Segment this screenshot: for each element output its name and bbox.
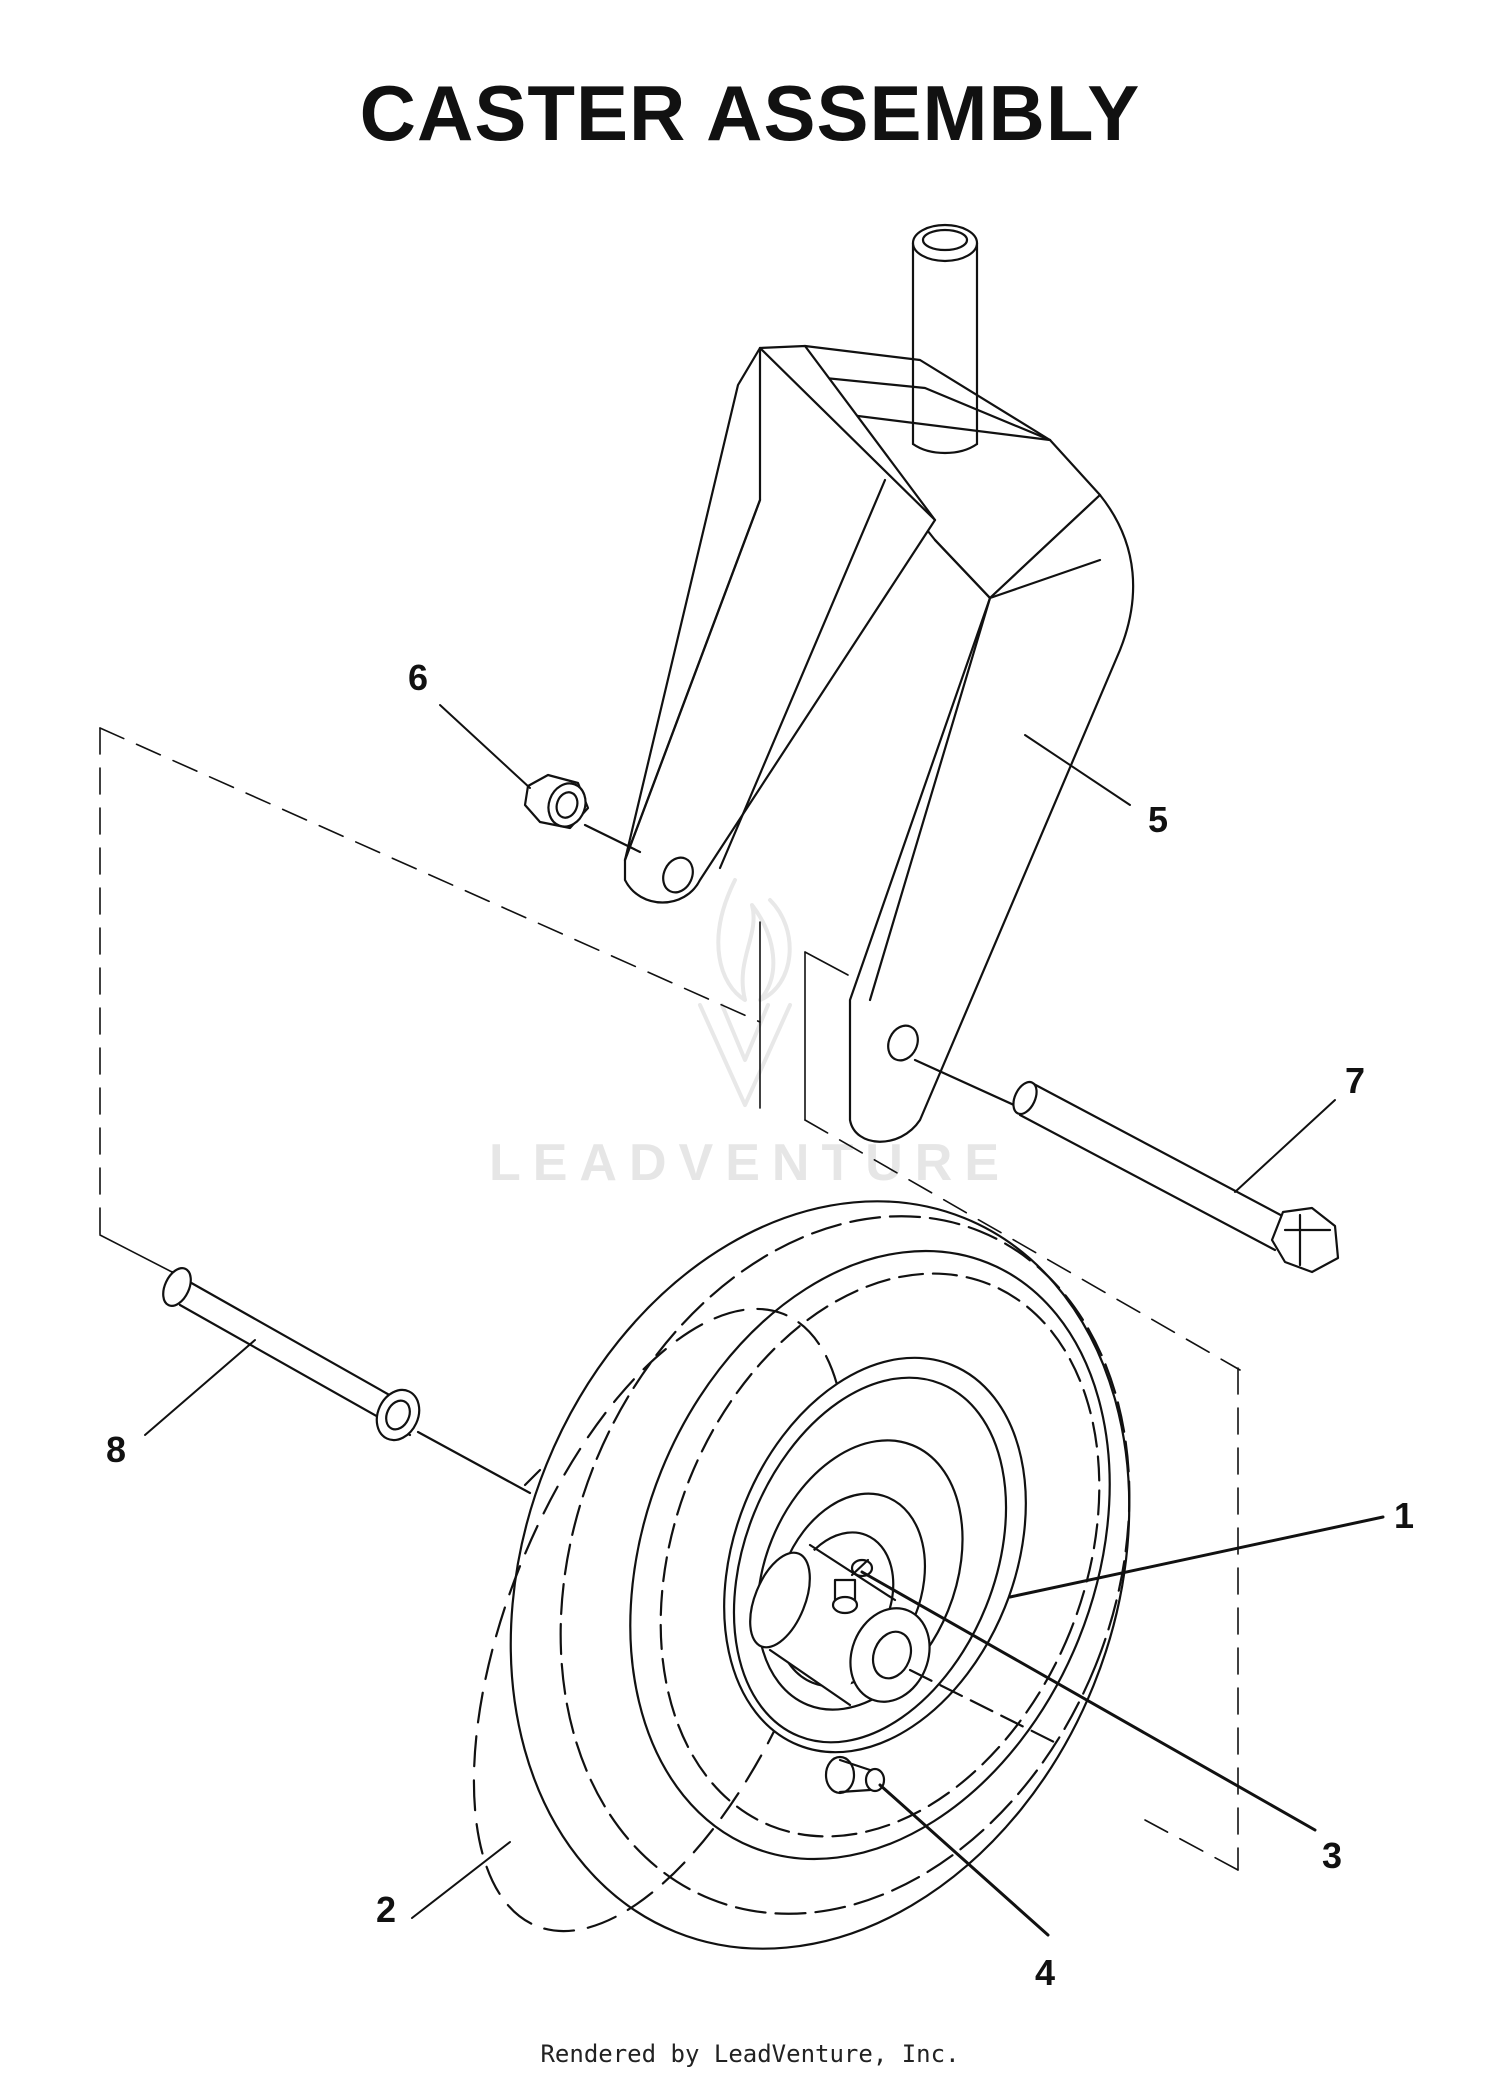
- callout-7: 7: [1345, 1060, 1365, 1101]
- footer-credit: Rendered by LeadVenture, Inc.: [540, 2040, 960, 2068]
- watermark-logo: [700, 880, 790, 1105]
- alignment-guide-left: [100, 728, 760, 1272]
- callout-5: 5: [1148, 799, 1168, 840]
- caster-fork: [625, 225, 1133, 1142]
- callout-1: 1: [1394, 1495, 1414, 1536]
- lock-nut: [525, 775, 640, 852]
- page-title: CASTER ASSEMBLY: [359, 69, 1141, 157]
- hex-bolt: [915, 1060, 1338, 1272]
- callout-4: 4: [1035, 1952, 1055, 1993]
- watermark-text: LEADVENTURE: [489, 1134, 1011, 1192]
- callout-leaders: [145, 705, 1383, 1935]
- callout-3: 3: [1322, 1835, 1342, 1876]
- callout-8: 8: [106, 1429, 126, 1470]
- grease-fitting-top: [833, 1560, 872, 1613]
- callout-2: 2: [376, 1889, 396, 1930]
- callout-6: 6: [408, 657, 428, 698]
- spacer-tube: [158, 1264, 530, 1493]
